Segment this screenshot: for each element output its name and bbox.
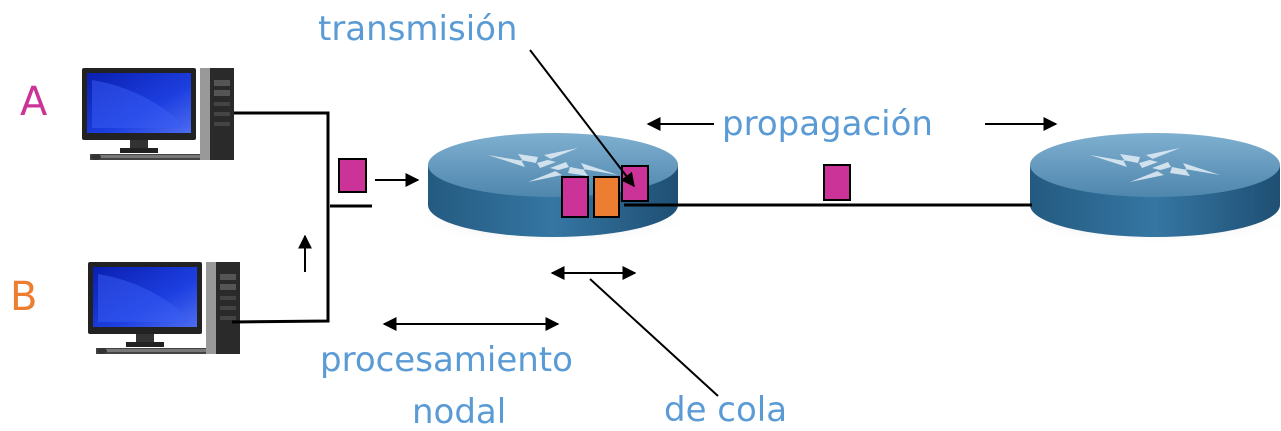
router-icon [1015,133,1281,244]
transmission-label: transmisión [318,9,517,49]
transmission-pointer [529,49,635,188]
propagating-packet [823,164,851,201]
access-link [231,111,372,324]
queueing-label: de cola [664,390,787,430]
transmitting-packet [621,165,649,202]
host-b-label: B [10,274,37,320]
queueing-pointer [589,278,719,397]
packet-a [338,158,367,193]
queued-packet [593,176,620,218]
desktop-computer-icon [88,262,240,354]
queued-packet [561,176,589,218]
processing-label-line1: procesamiento [320,340,573,380]
desktop-computer-icon [82,68,234,160]
host-a-label: A [20,79,48,125]
propagation-label: propagación [722,104,933,144]
processing-label-line2: nodal [412,392,506,431]
router-icon [413,133,693,244]
